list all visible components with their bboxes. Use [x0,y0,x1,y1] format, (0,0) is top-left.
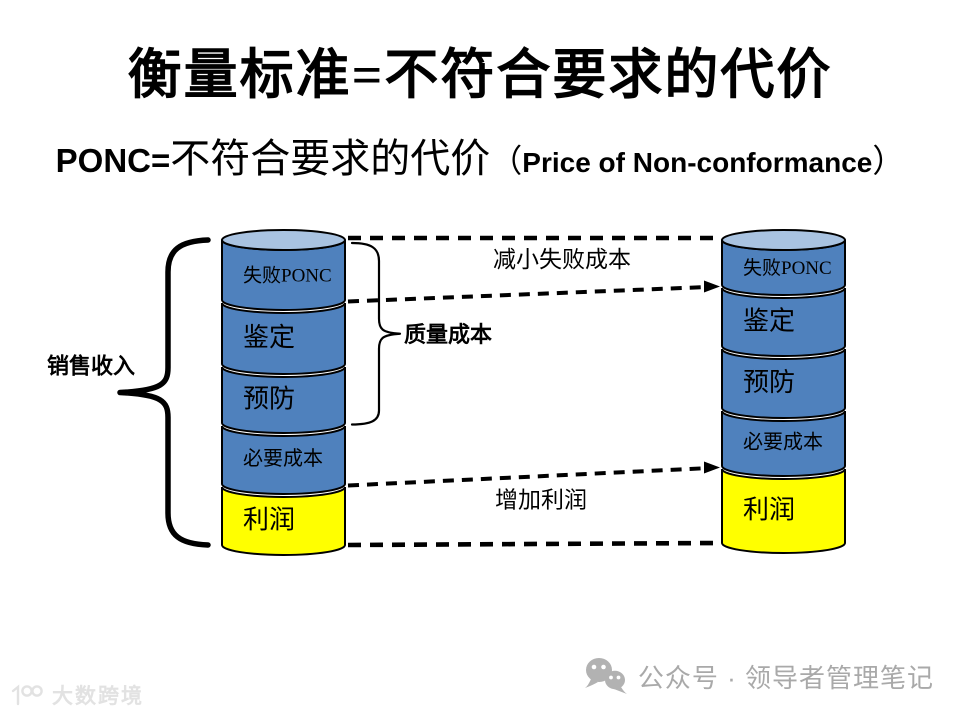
watermark: 大数跨境 [8,680,144,710]
slide-subtitle: PONC=不符合要求的代价（Price of Non-conformance） [0,126,960,184]
subtitle-ponc-prefix: PONC= [55,142,171,179]
wechat-footer: 公众号 · 领导者管理笔记 [584,656,934,696]
sales-revenue-label: 销售收入 [47,354,135,379]
connector-reduce-failure: 减小失败成本 [347,247,720,304]
page-title: 衡量标准=不符合要求的代价 [127,45,833,105]
dashed-connector-reduce-failure [347,285,705,304]
subtitle-paren-open: （ [490,143,523,179]
connector-increase-profit: 增加利润 [347,461,720,513]
subtitle-paren-close: ） [872,143,905,179]
arrowhead-icon [704,461,720,474]
connector-label-reduce-failure: 减小失败成本 [493,247,631,272]
wechat-icon [584,658,627,694]
cylinder-segment-label: 预防 [243,385,295,414]
cylinder-segment-label: 预防 [743,368,795,397]
cylinder-segment [721,410,846,477]
cylinder-segment-label: 鉴定 [743,307,795,336]
cylinder-segment [221,366,346,434]
cylinder-segment [721,468,846,554]
subtitle-en-text: Price of Non-conformance [522,147,873,178]
cylinder-segment [221,425,346,495]
cylinder-segment-label: 必要成本 [243,447,323,470]
watermark-logo-icon [11,684,43,706]
connector-bottom [347,540,721,548]
dashed-connector-bottom [347,540,721,548]
quality-cost-label: 质量成本 [404,322,492,347]
quality-cost-brace [350,241,402,426]
connector-label-increase-profit: 增加利润 [495,488,587,513]
cylinder-segment-label: 利润 [743,496,795,525]
arrowhead-icon [704,280,720,293]
cylinder-segment [721,287,846,357]
cylinder-segment-label: 必要成本 [743,431,823,454]
cylinder-segment-label: 失败PONC [243,265,332,287]
watermark-text: 大数跨境 [52,685,144,708]
cylinder-segment-label: 利润 [243,506,295,535]
cylinder-segment-label: 鉴定 [243,323,295,352]
sales-revenue-brace [117,237,211,548]
cylinder-segment-label: 失败PONC [743,257,832,279]
cylinder-segment [221,486,346,556]
cylinder-segment [221,302,346,375]
wechat-account-label: 公众号 · 领导者管理笔记 [637,662,934,693]
cylinder-top-ellipse [221,229,346,251]
dashed-connector-increase-profit [347,466,705,488]
cylinder-top-ellipse [721,229,846,251]
subtitle-cn-text: 不符合要求的代价 [170,136,491,181]
cylinder-segment [721,348,846,419]
